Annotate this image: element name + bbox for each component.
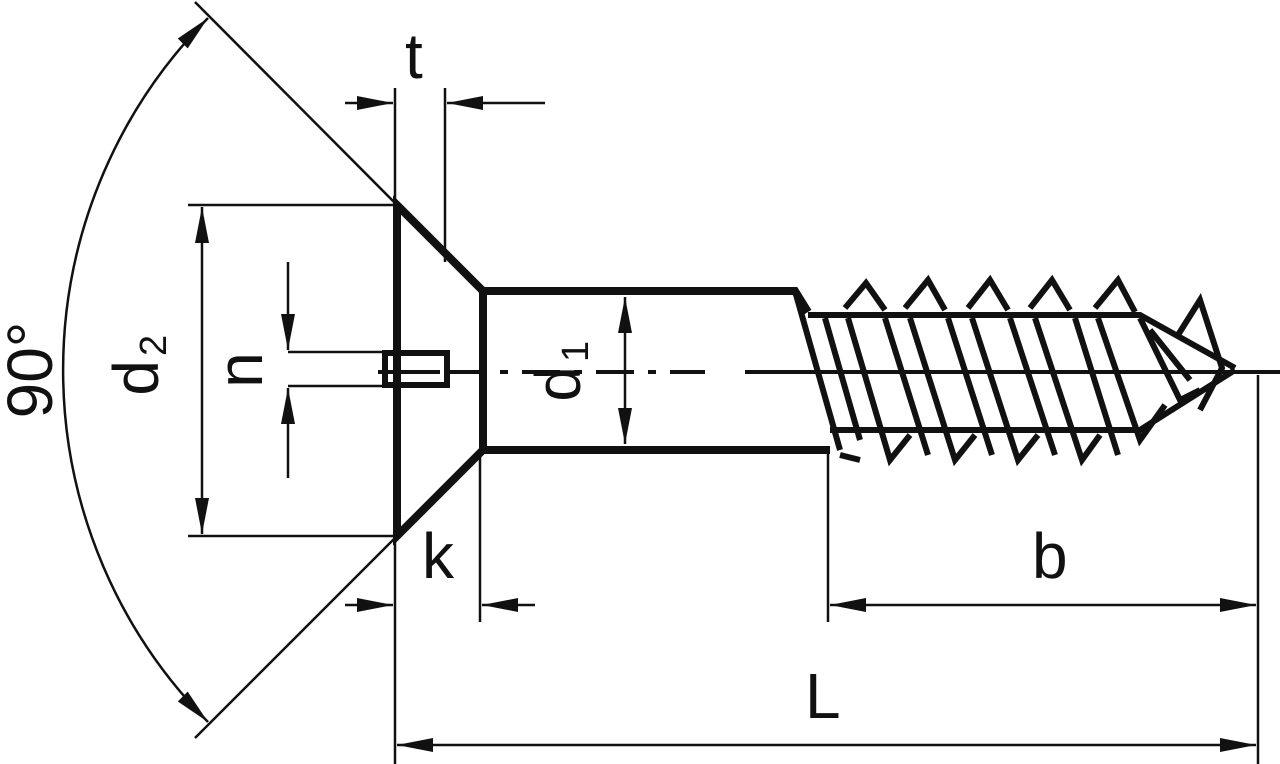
label-k: k xyxy=(422,520,455,592)
thread-flights xyxy=(822,274,1226,467)
label-d2: d 2 xyxy=(100,335,175,396)
label-angle: 90° xyxy=(0,322,66,419)
dimension-lines xyxy=(61,17,1256,752)
label-L: L xyxy=(805,660,841,732)
thread-root xyxy=(808,312,1237,433)
label-t: t xyxy=(405,20,423,92)
label-d2-sub: 2 xyxy=(133,335,175,356)
label-d2-main: d xyxy=(100,360,172,396)
label-d1: d 1 xyxy=(522,341,597,402)
label-d1-main: d xyxy=(522,366,594,402)
label-b: b xyxy=(1032,520,1068,592)
label-d1-sub: 1 xyxy=(555,341,597,362)
label-n: n xyxy=(204,352,276,388)
dim-angle-arc xyxy=(61,17,209,723)
extension-lines xyxy=(188,1,1260,764)
